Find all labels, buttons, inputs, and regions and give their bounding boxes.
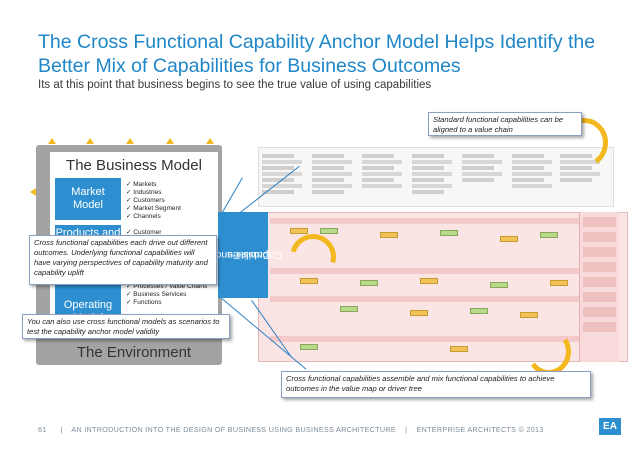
- list-item: Channels: [126, 213, 181, 221]
- callout-scenarios: You can also use cross functional models…: [22, 314, 230, 339]
- arrow-up-icon: [86, 138, 94, 144]
- market-model-box: Market Model: [55, 178, 121, 220]
- list-item: Market Segment: [126, 205, 181, 213]
- capability-band: [270, 296, 580, 302]
- list-item: Processes / Value Chains: [126, 283, 207, 291]
- footer-text: AN INTRODUCTION INTO THE DESIGN OF BUSIN…: [71, 425, 396, 434]
- slide-subtitle: Its at this point that business begins t…: [38, 79, 432, 91]
- capability-column: [362, 154, 402, 200]
- list-item: Customers: [126, 197, 181, 205]
- footer: 61 | AN INTRODUCTION INTO THE DESIGN OF …: [38, 425, 598, 434]
- capability-chip: [470, 308, 488, 314]
- capability-chip: [490, 282, 508, 288]
- callout-standard-functional: Standard functional capabilities can be …: [428, 112, 582, 136]
- list-item: Customer: [126, 229, 161, 237]
- callout-cross-functional-outcomes: Cross functional capabilities each drive…: [29, 235, 217, 285]
- capability-chip: [360, 280, 378, 286]
- arrow-up-icon: [206, 138, 214, 144]
- capability-chip: [420, 278, 438, 284]
- page-number: 61: [38, 425, 47, 434]
- ea-logo: EA: [599, 418, 621, 435]
- capability-band: [270, 268, 580, 274]
- capability-column: [412, 154, 452, 200]
- arrow-up-icon: [48, 138, 56, 144]
- capability-band: [270, 336, 580, 342]
- list-item: Industries: [126, 189, 181, 197]
- capability-chip: [410, 310, 428, 316]
- capability-chip: [300, 344, 318, 350]
- capability-chip: [550, 280, 568, 286]
- value-map-column: [579, 212, 619, 362]
- slide-title: The Cross Functional Capability Anchor M…: [38, 31, 596, 77]
- capability-column: [312, 154, 352, 200]
- footer-separator: |: [405, 425, 408, 434]
- capability-chip: [450, 346, 468, 352]
- capability-band: [270, 218, 580, 224]
- connector-line: [222, 177, 243, 213]
- market-model-list: Markets Industries Customers Market Segm…: [126, 181, 181, 221]
- operating-model-list: Processes / Value Chains Business Servic…: [126, 283, 207, 307]
- capability-chip: [380, 232, 398, 238]
- products-list: Customer: [126, 229, 161, 237]
- capability-chip: [290, 228, 308, 234]
- capability-chip: [500, 236, 518, 242]
- footer-separator: |: [60, 425, 63, 434]
- list-item: Business Services: [126, 291, 207, 299]
- capability-column: [512, 154, 552, 200]
- business-model-title: The Business Model: [66, 157, 202, 174]
- environment-label: The Environment: [76, 344, 192, 361]
- capability-column: [462, 154, 502, 200]
- arrow-up-icon: [166, 138, 174, 144]
- capability-chip: [340, 306, 358, 312]
- capability-column: [262, 154, 302, 200]
- arrow-up-icon: [126, 138, 134, 144]
- capability-chip: [540, 232, 558, 238]
- footer-company: ENTERPRISE ARCHITECTS © 2013: [416, 425, 544, 434]
- capability-chip: [300, 278, 318, 284]
- capability-chip: [440, 230, 458, 236]
- arrow-left-icon: [30, 188, 36, 196]
- list-item: Markets: [126, 181, 181, 189]
- list-item: Functions: [126, 299, 207, 307]
- callout-assemble-mix: Cross functional capabilities assemble a…: [281, 371, 591, 398]
- capability-chip: [520, 312, 538, 318]
- capability-chip: [320, 228, 338, 234]
- capabilities-label: Capabilities: [227, 249, 283, 261]
- capability-column: [560, 154, 600, 200]
- market-model-label: Market Model: [71, 186, 105, 211]
